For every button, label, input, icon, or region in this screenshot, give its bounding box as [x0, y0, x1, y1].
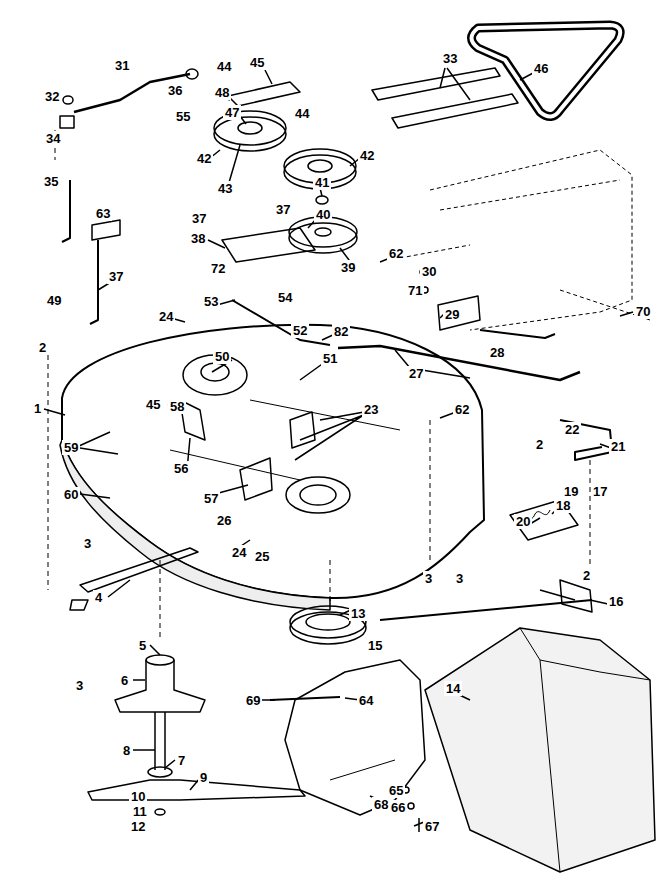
- callout-number: 49: [45, 293, 63, 308]
- callout-number: 37: [190, 211, 208, 226]
- callout-number: 71: [406, 283, 424, 298]
- callout-number: 34: [44, 131, 62, 146]
- callout-number: 54: [276, 290, 294, 305]
- callout-number: 29: [443, 307, 461, 322]
- callout-number: 35: [42, 174, 60, 189]
- callout-number: 42: [195, 151, 213, 166]
- callout-number: 51: [321, 351, 339, 366]
- callout-number: 66: [389, 800, 407, 815]
- callout-number: 26: [215, 513, 233, 528]
- callout-number: 39: [339, 260, 357, 275]
- callout-number: 56: [172, 461, 190, 476]
- callout-number: 41: [313, 175, 331, 190]
- callout-number: 3: [74, 678, 85, 693]
- callout-number: 4: [93, 590, 104, 605]
- callout-number: 62: [387, 246, 405, 261]
- callout-number: 12: [129, 819, 147, 834]
- callout-number: 33: [441, 51, 459, 66]
- callout-number: 32: [43, 89, 61, 104]
- callout-number: 53: [202, 294, 220, 309]
- callout-number: 52: [291, 323, 309, 338]
- callout-number: 23: [362, 402, 380, 417]
- callout-number: 3: [454, 571, 465, 586]
- callout-number: 63: [94, 206, 112, 221]
- callout-number: 3: [423, 571, 434, 586]
- callout-number: 24: [230, 545, 248, 560]
- callout-number: 69: [244, 693, 262, 708]
- callout-number: 82: [332, 324, 350, 339]
- callout-number: 3: [82, 536, 93, 551]
- callout-number: 2: [534, 437, 545, 452]
- callout-number: 45: [144, 397, 162, 412]
- callout-number: 9: [198, 770, 209, 785]
- callout-number: 17: [591, 484, 609, 499]
- callout-number: 72: [209, 261, 227, 276]
- callout-number: 55: [174, 109, 192, 124]
- callout-number: 70: [634, 304, 652, 319]
- callout-number: 24: [157, 309, 175, 324]
- callout-number: 13: [349, 606, 367, 621]
- callout-number: 8: [121, 743, 132, 758]
- callout-number: 31: [113, 58, 131, 73]
- callout-number: 22: [563, 422, 581, 437]
- callout-number: 14: [444, 681, 462, 696]
- callout-number: 44: [215, 59, 233, 74]
- callout-number: 1: [32, 401, 43, 416]
- callout-number: 19: [562, 484, 580, 499]
- callout-number: 37: [274, 202, 292, 217]
- callout-number: 42: [358, 148, 376, 163]
- callout-number: 21: [609, 439, 627, 454]
- callout-number: 62: [453, 402, 471, 417]
- callout-number: 28: [488, 345, 506, 360]
- callout-number: 68: [372, 797, 390, 812]
- callout-number: 36: [166, 83, 184, 98]
- callout-number: 38: [189, 231, 207, 246]
- callout-number: 15: [366, 638, 384, 653]
- callout-number: 6: [119, 673, 130, 688]
- callout-number: 11: [131, 804, 149, 819]
- callout-number: 5: [137, 638, 148, 653]
- callout-number: 25: [253, 549, 271, 564]
- callout-number: 64: [357, 693, 375, 708]
- callout-number: 50: [213, 349, 231, 364]
- callout-number: 37: [107, 269, 125, 284]
- callout-number: 18: [554, 498, 572, 513]
- callout-number: 7: [176, 753, 187, 768]
- callout-number: 67: [423, 819, 441, 834]
- callout-number: 27: [407, 366, 425, 381]
- callout-number: 44: [293, 106, 311, 121]
- callout-number: 16: [607, 594, 625, 609]
- callout-number: 46: [532, 61, 550, 76]
- callout-number: 2: [581, 568, 592, 583]
- callout-number: 47: [223, 105, 241, 120]
- callout-number: 45: [248, 55, 266, 70]
- callout-number: 10: [129, 789, 147, 804]
- callout-number: 65: [387, 783, 405, 798]
- callout-number: 60: [62, 487, 80, 502]
- callout-number: 48: [213, 85, 231, 100]
- callout-number: 58: [168, 399, 186, 414]
- callout-number: 30: [420, 264, 438, 279]
- callout-number: 43: [216, 181, 234, 196]
- callout-number: 2: [37, 340, 48, 355]
- callout-number: 40: [314, 207, 332, 222]
- callout-number: 59: [62, 440, 80, 455]
- callout-number: 57: [202, 491, 220, 506]
- callout-number: 20: [514, 514, 532, 529]
